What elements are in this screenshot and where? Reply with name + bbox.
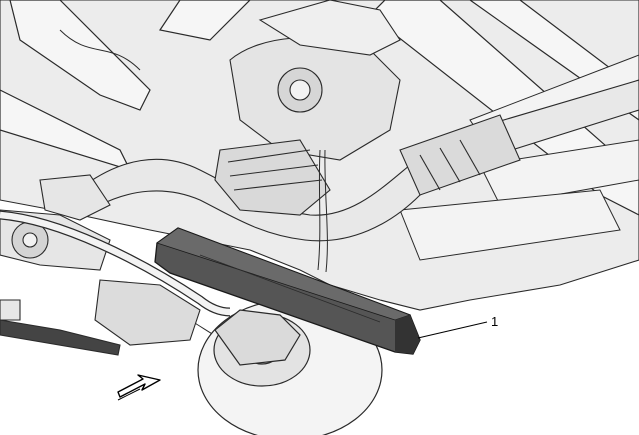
transmission-assembly (214, 0, 401, 216)
hollow-arrow-icon (117, 374, 161, 401)
part-1-panel (154, 227, 421, 355)
callout-1-label: 1 (491, 314, 498, 329)
tire (197, 299, 383, 435)
exhaust-pipe (84, 79, 639, 242)
callout-1-leader (417, 321, 488, 339)
front-suspension (0, 174, 201, 356)
callout-1: 1 (417, 314, 498, 339)
